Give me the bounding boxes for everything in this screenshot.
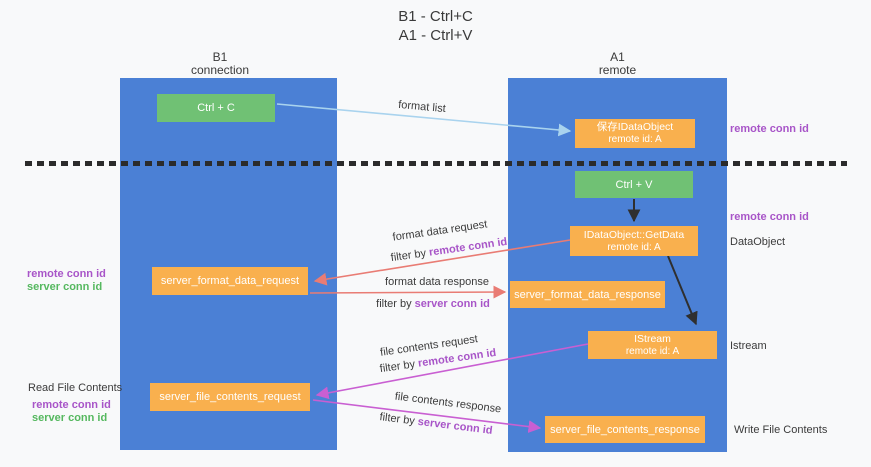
annotation-left-format-remote-conn-id: remote conn id bbox=[27, 268, 106, 280]
node-ctrl-v-label: Ctrl + V bbox=[615, 178, 653, 191]
label-format-data-response: format data response bbox=[385, 276, 489, 288]
diagram-title: B1 - Ctrl+C A1 - Ctrl+V bbox=[0, 7, 871, 45]
annotation-remote-conn-id-top: remote conn id bbox=[730, 123, 809, 135]
annotation-left-file-server-conn-id: server conn id bbox=[32, 412, 108, 424]
lane-header-b1: B1 connection bbox=[110, 51, 330, 77]
annotation-left-file-remote-conn-id: remote conn id bbox=[32, 399, 111, 411]
annotation-dataobject: DataObject bbox=[730, 236, 786, 248]
annotation-left-format-server-conn-id: server conn id bbox=[27, 281, 103, 293]
lane-b1-role: connection bbox=[190, 63, 250, 77]
node-file-response-label: server_file_contents_response bbox=[550, 423, 700, 436]
node-getdata-line1: IDataObject::GetData bbox=[583, 228, 685, 241]
node-save-idataobject-line2: remote id: A bbox=[608, 134, 662, 145]
arrow-file-contents-response bbox=[312, 399, 542, 433]
node-idataobject-getdata: IDataObject::GetData remote id: A bbox=[570, 226, 698, 256]
node-ctrl-v: Ctrl + V bbox=[575, 171, 693, 198]
node-ctrl-c: Ctrl + C bbox=[157, 94, 275, 122]
lane-header-a1: A1 remote bbox=[508, 51, 727, 77]
node-istream: IStream remote id: A bbox=[588, 331, 717, 359]
node-save-idataobject-line1: 保存IDataObject bbox=[596, 121, 674, 133]
arrow-format-data-response bbox=[309, 285, 507, 299]
arrow-file-contents-request bbox=[315, 343, 589, 400]
node-save-idataobject: 保存IDataObject remote id: A bbox=[575, 119, 695, 148]
arrow-format-list bbox=[276, 103, 572, 137]
label-format-response-filter: filter by server conn id bbox=[376, 298, 490, 310]
phase-divider-dashed-line bbox=[25, 161, 847, 166]
lane-b1-name: B1 bbox=[212, 50, 228, 64]
node-file-request-label: server_file_contents_request bbox=[159, 391, 301, 403]
arrow-getdata-to-istream bbox=[667, 255, 698, 326]
lane-a1-role: remote bbox=[598, 63, 637, 77]
annotation-remote-conn-id-mid: remote conn id bbox=[730, 211, 809, 223]
label-format-response-filter-prefix: filter by bbox=[376, 298, 412, 310]
node-server-format-data-request: server_format_data_request bbox=[152, 267, 308, 295]
node-ctrl-c-label: Ctrl + C bbox=[197, 102, 235, 114]
annotation-read-file-contents: Read File Contents bbox=[28, 382, 123, 394]
node-server-format-data-response: server_format_data_response bbox=[510, 281, 665, 308]
lane-a1-name: A1 bbox=[610, 50, 625, 64]
node-istream-line2: remote id: A bbox=[625, 345, 680, 357]
arrow-format-data-request bbox=[313, 239, 571, 286]
title-line-2: A1 - Ctrl+V bbox=[398, 27, 473, 44]
node-server-file-contents-response: server_file_contents_response bbox=[545, 416, 705, 443]
title-line-1: B1 - Ctrl+C bbox=[398, 8, 473, 25]
node-format-request-label: server_format_data_request bbox=[160, 275, 300, 287]
node-istream-line1: IStream bbox=[634, 332, 671, 345]
node-server-file-contents-request: server_file_contents_request bbox=[150, 383, 310, 411]
node-format-response-label: server_format_data_response bbox=[514, 288, 661, 301]
annotation-write-file-contents: Write File Contents bbox=[734, 424, 828, 436]
node-getdata-line2: remote id: A bbox=[607, 241, 661, 253]
label-format-response-filter-id: server conn id bbox=[414, 298, 490, 310]
annotation-istream: Istream bbox=[730, 340, 767, 352]
